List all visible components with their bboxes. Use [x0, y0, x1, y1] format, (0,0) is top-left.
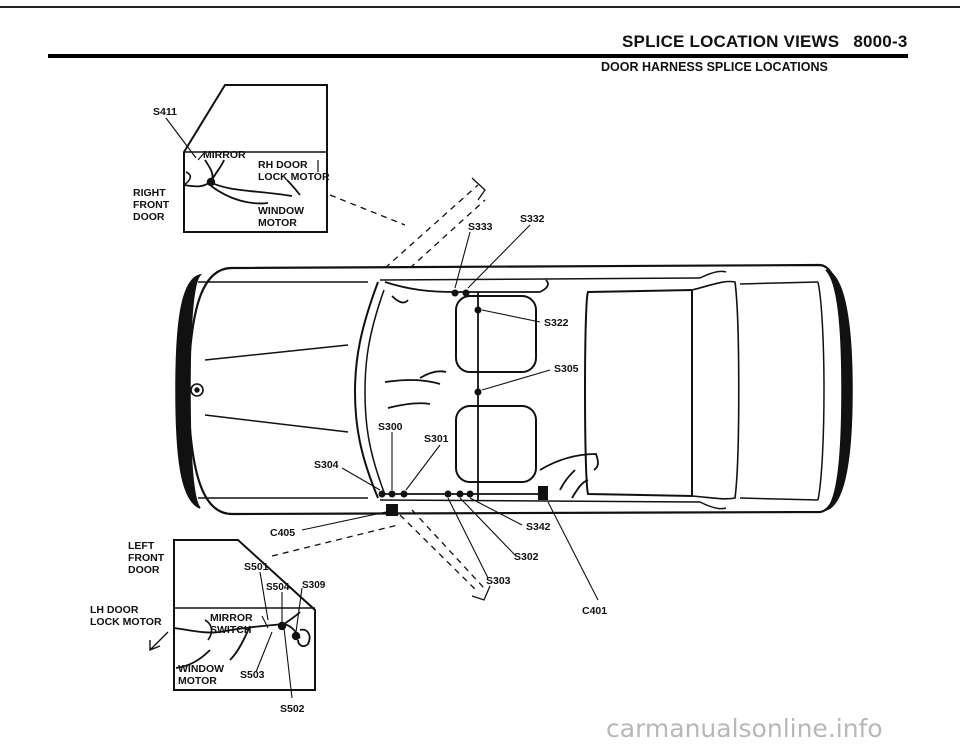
- label-lh-switch: SWITCH: [210, 624, 251, 636]
- right-door-inset: [165, 84, 328, 233]
- right-door-harness: [183, 159, 301, 205]
- label-left-front: FRONT: [128, 552, 165, 564]
- label-front: FRONT: [133, 199, 170, 211]
- car-outline: [186, 263, 848, 516]
- trunk-line: [739, 281, 819, 501]
- page-number: 8000-3: [853, 32, 908, 51]
- splice-dot-s301: [400, 490, 408, 498]
- label-right: RIGHT: [133, 187, 166, 199]
- splice-dot-s309: [291, 631, 301, 641]
- right-door-callout: [329, 177, 486, 269]
- leader-s411: [165, 117, 197, 159]
- car-splice-dots: [378, 289, 548, 516]
- roof-top-edge: [379, 277, 701, 281]
- label-lh-motor: MOTOR: [178, 675, 217, 687]
- label-door: DOOR: [133, 211, 165, 223]
- hood-crease-top: [204, 344, 349, 361]
- left-door-inset: [149, 539, 316, 691]
- watermark: carmanualsonline.info: [606, 714, 883, 743]
- label-s501: S501: [244, 561, 269, 573]
- splice-dot-s305: [474, 388, 482, 396]
- label-s309: S309: [302, 580, 326, 591]
- label-s300: S300: [378, 421, 403, 433]
- splice-dot-s342b: [456, 490, 464, 498]
- hood-crease-bottom: [204, 414, 349, 433]
- front-seat-left: [455, 405, 537, 483]
- front-bumper: [175, 273, 203, 509]
- label-s304: S304: [314, 459, 339, 471]
- label-lh-mirror: MIRROR: [210, 612, 253, 624]
- label-rh-mirror: MIRROR: [203, 149, 246, 161]
- side-mirror-bottom: [699, 501, 727, 510]
- left-door-harness: [173, 611, 301, 669]
- windshield: [353, 281, 379, 499]
- splice-dot-s300: [388, 490, 396, 498]
- right-door-mirror-bracket: [183, 171, 192, 186]
- rear-bumper: [825, 269, 853, 511]
- splice-dot-s332: [462, 289, 470, 297]
- side-mirror-top: [699, 270, 727, 279]
- connector-c405: [386, 504, 398, 516]
- hood-emblem: [190, 383, 204, 397]
- label-s503: S503: [240, 669, 265, 681]
- car-harness: [382, 279, 599, 500]
- label-s305: S305: [554, 363, 579, 375]
- label-s322: S322: [544, 317, 569, 329]
- left-door-leaders: [255, 571, 303, 699]
- front-seat-right: [455, 295, 537, 373]
- trunk-edge: [817, 281, 825, 501]
- label-s411: S411: [153, 106, 177, 118]
- label-rh-lock-motor-1: RH DOOR: [258, 159, 308, 171]
- left-door-outline: [173, 539, 316, 691]
- connector-c401: [538, 486, 548, 500]
- splice-dot-s304: [378, 490, 386, 498]
- label-s502: S502: [280, 703, 305, 715]
- label-s303: S303: [486, 575, 511, 587]
- label-rh-lock-motor-2: LOCK MOTOR: [258, 171, 330, 183]
- label-s301: S301: [424, 433, 449, 445]
- windshield-inner: [364, 289, 385, 493]
- label-left: LEFT: [128, 540, 155, 552]
- left-door-latch: [297, 628, 311, 647]
- label-s342: S342: [526, 521, 551, 533]
- label-s504: S504: [266, 582, 290, 593]
- left-lock-motor-arrow: [149, 631, 169, 652]
- top-border-rule: [0, 6, 960, 8]
- label-c405: C405: [270, 527, 295, 539]
- rear-pillar-top: [691, 280, 740, 500]
- title-text: SPLICE LOCATION VIEWS: [622, 32, 840, 51]
- splice-dot-s342c: [466, 490, 474, 498]
- splice-dot-s411: [206, 177, 216, 187]
- splice-dot-s322: [474, 306, 482, 314]
- label-left-door: DOOR: [128, 564, 160, 576]
- car-body: [175, 263, 853, 516]
- label-s333: S333: [468, 221, 493, 233]
- label-c401: C401: [582, 605, 607, 617]
- label-lh-lock-motor-2: LOCK MOTOR: [90, 616, 162, 628]
- page-title: SPLICE LOCATION VIEWS 8000-3: [622, 32, 907, 52]
- leader-mirror: [197, 151, 206, 161]
- label-rh-window-motor-1: WINDOW: [258, 205, 304, 217]
- label-s302: S302: [514, 551, 539, 563]
- label-lh-lock-motor-1: LH DOOR: [90, 604, 139, 616]
- rear-window: [584, 288, 693, 498]
- roof-bottom-edge: [379, 499, 701, 503]
- label-rh-window-motor-2: MOTOR: [258, 217, 297, 229]
- label-s332: S332: [520, 213, 545, 225]
- splice-dot-s342a: [444, 490, 452, 498]
- car-leader-lines: [301, 224, 599, 601]
- left-mirror-switch-bracket: [204, 619, 213, 641]
- label-lh-window: WINDOW: [178, 663, 224, 675]
- splice-dot-s333: [451, 289, 459, 297]
- title-rule: [48, 54, 908, 58]
- left-door-callout: [271, 509, 491, 601]
- page-subtitle: DOOR HARNESS SPLICE LOCATIONS: [601, 60, 828, 74]
- right-door-outline: [183, 84, 328, 233]
